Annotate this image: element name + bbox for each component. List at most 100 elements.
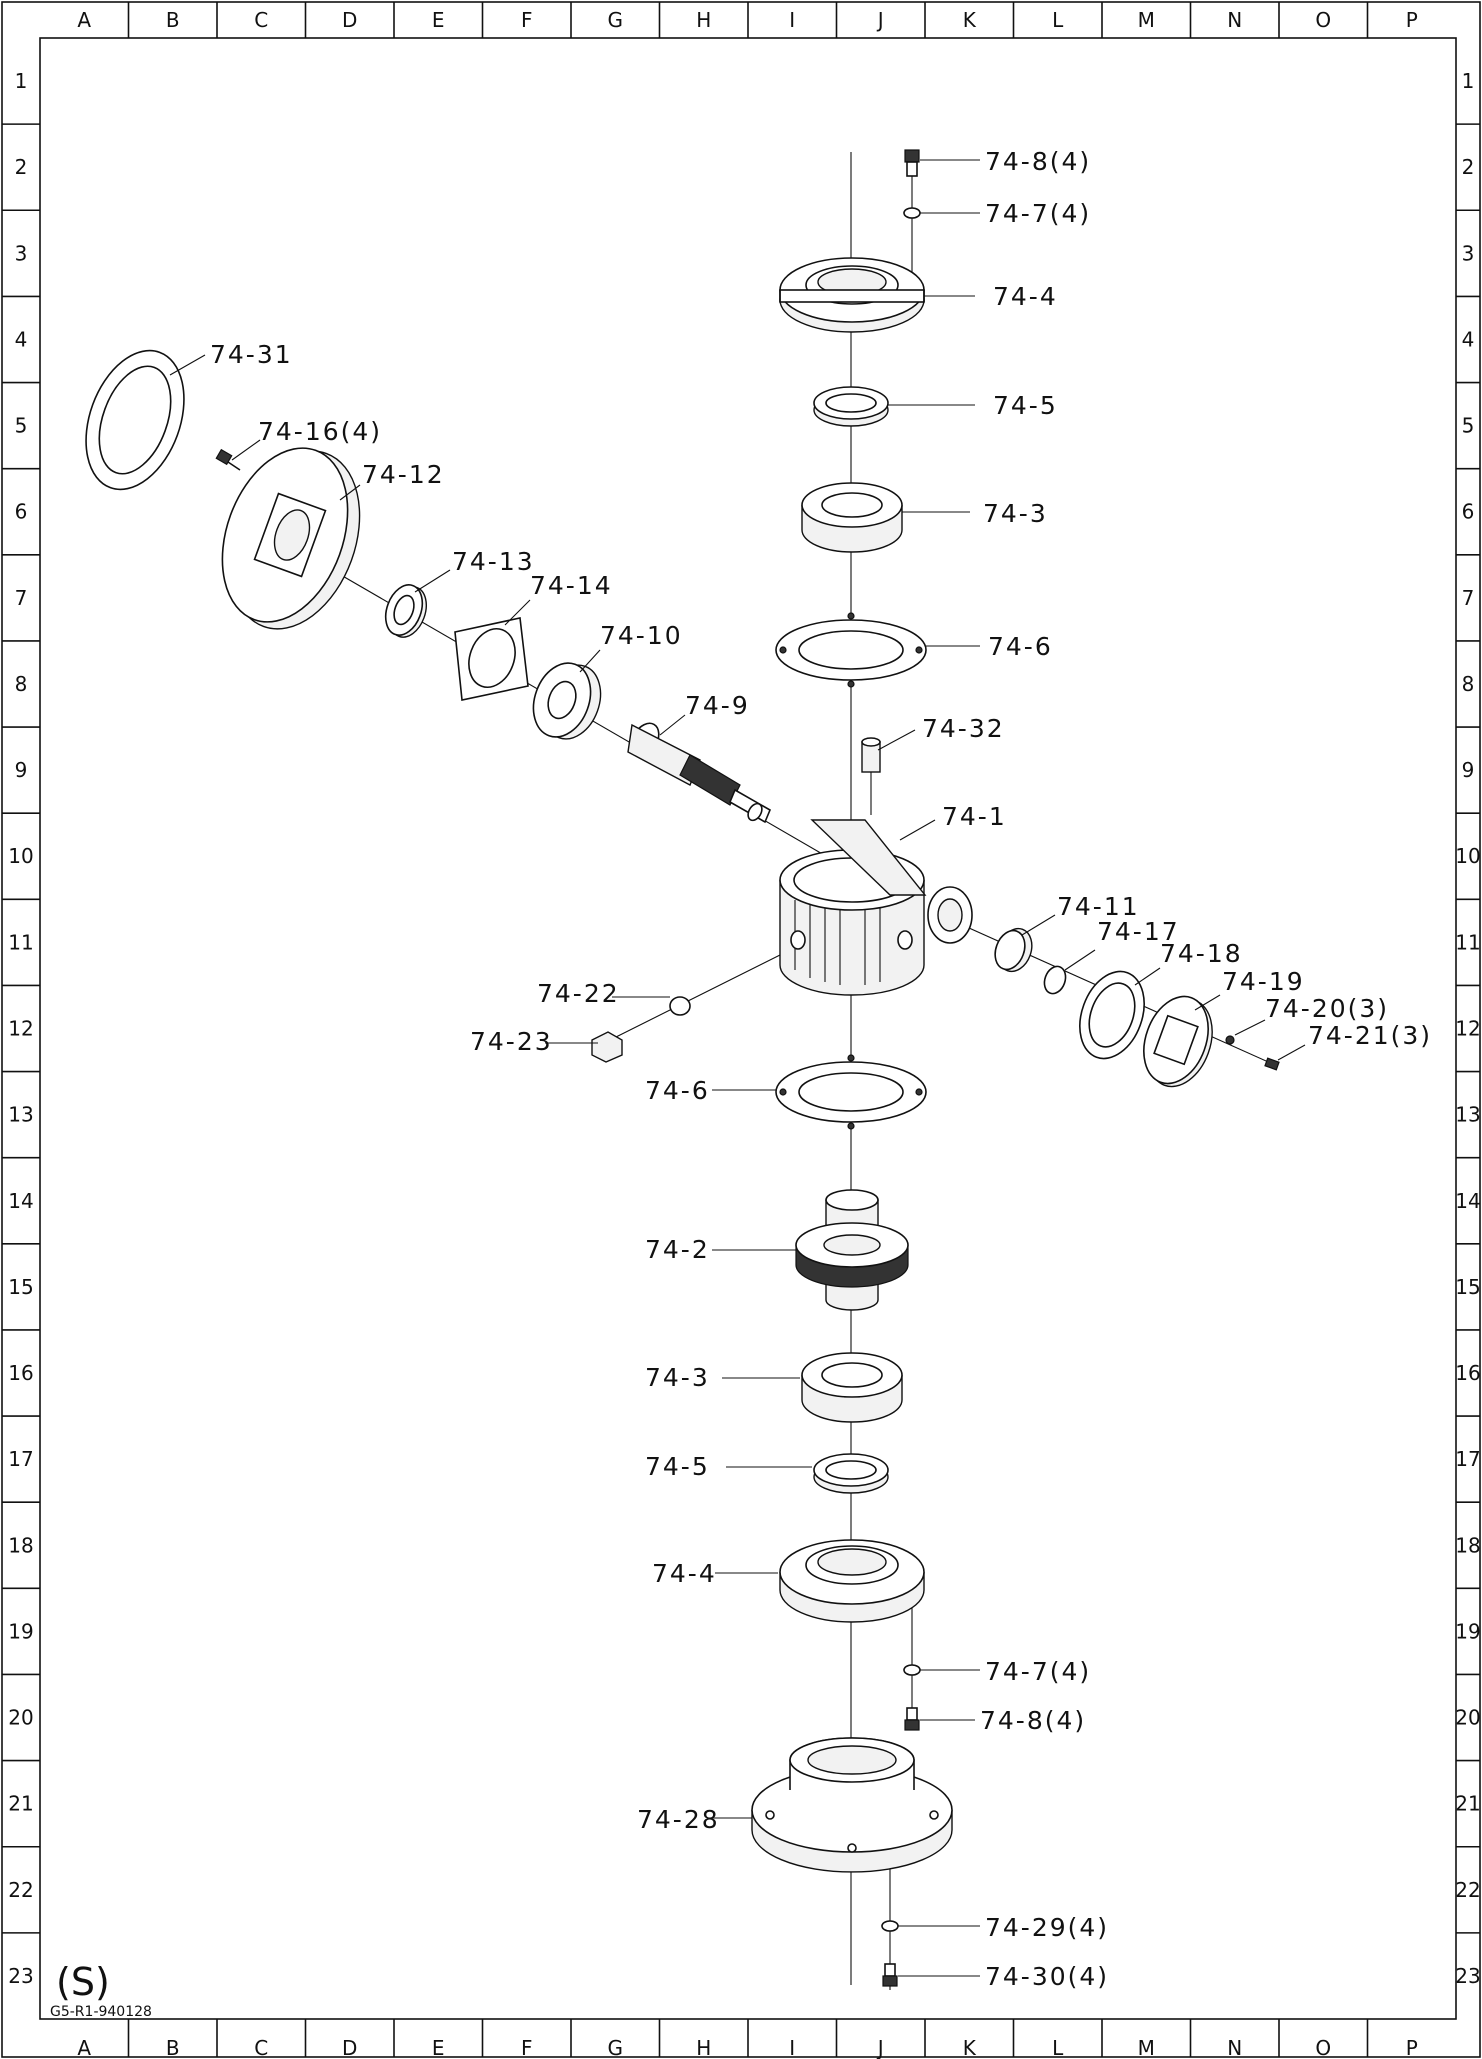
- washer-74-20: [1225, 1035, 1235, 1045]
- callout-74-14: 74-14: [530, 571, 613, 600]
- callout-74-8-bottom: 74-8(4): [980, 1706, 1086, 1735]
- column-label-top: K: [963, 8, 977, 32]
- row-label-left: 2: [15, 155, 28, 179]
- callout-74-13: 74-13: [452, 547, 535, 576]
- gasket-74-14: [454, 617, 529, 701]
- drain-plug-74-23: [591, 1031, 623, 1063]
- washer-74-7-bottom: [903, 1664, 921, 1676]
- column-label-top: I: [789, 8, 795, 32]
- row-label-left: 7: [15, 586, 28, 610]
- column-label-bottom: N: [1227, 2036, 1242, 2059]
- callout-74-29: 74-29(4): [985, 1913, 1109, 1942]
- row-label-left: 20: [8, 1706, 33, 1730]
- column-label-bottom: K: [963, 2036, 977, 2059]
- column-label-bottom: L: [1052, 2036, 1064, 2059]
- gasket-74-18: [1079, 970, 1145, 1060]
- row-label-right: 12: [1455, 1017, 1480, 1041]
- callout-74-3-bottom: 74-3: [645, 1363, 710, 1392]
- plug-axis-line: [609, 949, 791, 1041]
- row-label-left: 14: [8, 1189, 33, 1213]
- column-label-top: A: [77, 8, 91, 32]
- gasket-74-6-top: [775, 612, 927, 688]
- callout-74-3-top: 74-3: [983, 499, 1048, 528]
- bearing-cover-74-4-bottom: [779, 1539, 925, 1623]
- callout-74-2: 74-2: [645, 1235, 710, 1264]
- row-label-right: 8: [1462, 672, 1475, 696]
- row-label-right: 7: [1462, 586, 1475, 610]
- seal-74-17: [1043, 965, 1067, 995]
- leader-lines: [169, 159, 1306, 1977]
- row-label-right: 2: [1462, 155, 1475, 179]
- row-label-right: 4: [1462, 327, 1475, 351]
- drawing-code: G5-R1-940128: [50, 2004, 152, 2020]
- row-label-left: 17: [8, 1447, 33, 1471]
- callout-74-22: 74-22: [537, 979, 620, 1008]
- column-label-top: O: [1315, 8, 1331, 32]
- row-label-right: 18: [1455, 1533, 1480, 1557]
- row-label-left: 8: [15, 672, 28, 696]
- callout-74-4-bottom: 74-4: [652, 1559, 717, 1588]
- callout-74-7-top: 74-7(4): [985, 199, 1091, 228]
- callout-74-7-bottom: 74-7(4): [985, 1657, 1091, 1686]
- callout-74-18: 74-18: [1160, 939, 1243, 968]
- bolt-74-16: [215, 448, 241, 471]
- column-label-bottom: G: [608, 2036, 624, 2059]
- column-label-top: E: [432, 8, 445, 32]
- callout-74-5-bottom: 74-5: [645, 1452, 710, 1481]
- bolt-74-30: [882, 1963, 898, 1987]
- washer-74-7-top: [903, 207, 921, 219]
- plug-74-32: [861, 737, 881, 815]
- row-label-left: 21: [8, 1792, 33, 1816]
- column-label-bottom: M: [1138, 2036, 1155, 2059]
- row-label-right: 15: [1455, 1275, 1480, 1299]
- callout-74-12: 74-12: [362, 460, 445, 489]
- column-label-bottom: F: [521, 2036, 533, 2059]
- screw-74-21: [1264, 1057, 1280, 1071]
- row-label-right: 11: [1455, 930, 1480, 954]
- column-label-bottom: H: [696, 2036, 711, 2059]
- row-label-right: 9: [1462, 758, 1475, 782]
- row-label-right: 17: [1455, 1447, 1480, 1471]
- column-label-bottom: C: [254, 2036, 268, 2059]
- oil-seal-74-13: [384, 584, 427, 638]
- row-label-right: 6: [1462, 500, 1475, 524]
- bearing-74-3-bottom: [801, 1352, 903, 1423]
- worm-shaft-74-9: [627, 722, 772, 824]
- row-label-left: 5: [15, 414, 28, 438]
- callout-74-6-top: 74-6: [988, 632, 1053, 661]
- row-label-left: 19: [8, 1619, 33, 1643]
- callout-74-10: 74-10: [600, 621, 683, 650]
- bolt-74-8-bottom: [904, 1707, 920, 1731]
- gasket-74-6-bottom: [775, 1054, 927, 1130]
- row-label-left: 18: [8, 1533, 33, 1557]
- callout-74-30: 74-30(4): [985, 1962, 1109, 1991]
- column-label-top: N: [1227, 8, 1242, 32]
- callout-74-21: 74-21(3): [1308, 1021, 1432, 1050]
- column-label-top: H: [696, 8, 711, 32]
- bolt-74-8-top: [904, 149, 920, 177]
- column-label-bottom: J: [876, 2036, 884, 2059]
- row-label-left: 10: [8, 844, 33, 868]
- variant-mark: (S): [56, 1960, 110, 2004]
- row-label-left: 12: [8, 1017, 33, 1041]
- column-label-top: P: [1406, 8, 1418, 32]
- row-label-left: 6: [15, 500, 28, 524]
- column-label-top: F: [521, 8, 533, 32]
- callout-74-1: 74-1: [942, 802, 1007, 831]
- row-label-left: 22: [8, 1878, 33, 1902]
- callout-74-23: 74-23: [470, 1027, 553, 1056]
- callout-74-5-top: 74-5: [993, 391, 1058, 420]
- row-label-right: 16: [1455, 1361, 1480, 1385]
- callout-74-11: 74-11: [1057, 892, 1140, 921]
- gasket-74-31: [85, 349, 185, 491]
- callout-74-19: 74-19: [1222, 967, 1305, 996]
- housing-74-1: [779, 819, 973, 996]
- callout-74-9: 74-9: [685, 691, 750, 720]
- row-label-left: 3: [15, 241, 28, 265]
- bearing-74-10: [532, 662, 602, 740]
- callout-74-8-top: 74-8(4): [985, 147, 1091, 176]
- column-label-bottom: I: [789, 2036, 795, 2059]
